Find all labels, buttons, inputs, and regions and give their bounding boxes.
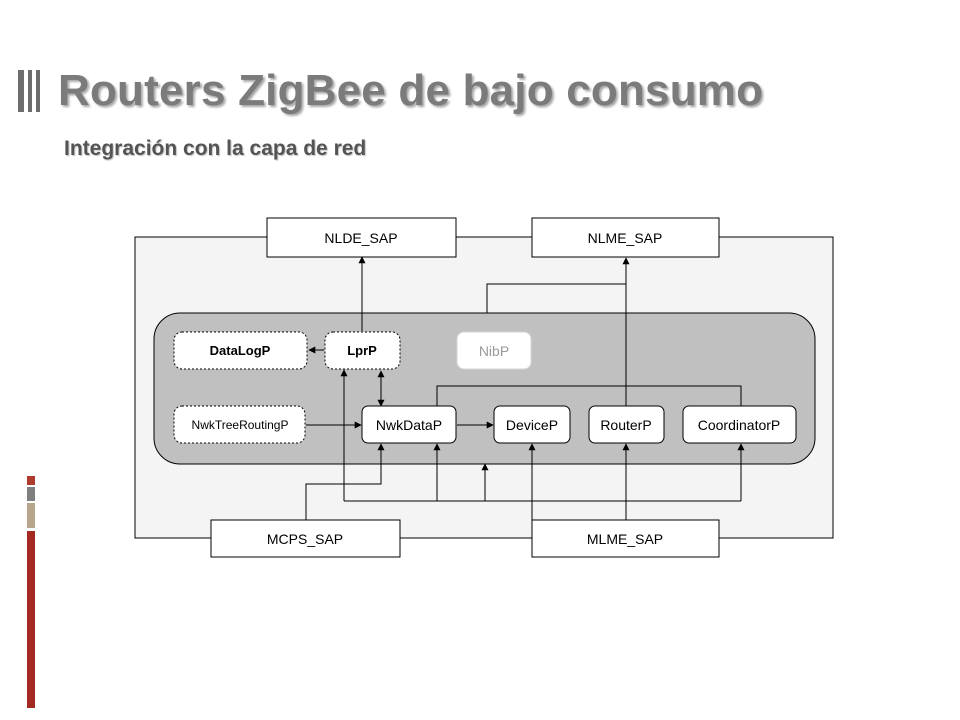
slide-subtitle: Integración con la capa de red — [64, 137, 367, 160]
component-coordinatorp-label: CoordinatorP — [698, 417, 781, 433]
component-datalogp: DataLogP — [173, 331, 308, 370]
component-datalogp-label: DataLogP — [210, 343, 271, 358]
component-nwkdatap: NwkDataP — [361, 405, 457, 444]
connection-lines — [305, 256, 745, 520]
sap-nlde: NLDE_SAP — [266, 217, 457, 258]
slide-title: Routers ZigBee de bajo consumo — [58, 66, 764, 115]
sap-mlme: MLME_SAP — [531, 519, 720, 558]
decor-bar-red-long — [27, 531, 35, 708]
decor-bar-gray — [27, 487, 35, 501]
sap-mlme-label: MLME_SAP — [587, 531, 663, 547]
sap-mcps-label: MCPS_SAP — [267, 531, 343, 547]
component-nibp: NibP — [456, 331, 532, 370]
decor-bar-tan — [27, 503, 35, 528]
component-nwkdatap-label: NwkDataP — [376, 417, 442, 433]
sap-nlme: NLME_SAP — [531, 217, 720, 258]
sap-mcps: MCPS_SAP — [210, 519, 401, 558]
component-devicep-label: DeviceP — [506, 417, 558, 433]
component-lprp: LprP — [324, 331, 401, 370]
component-routerp: RouterP — [588, 405, 665, 444]
component-nibp-label: NibP — [479, 343, 509, 359]
component-nwktreeroutingp: NwkTreeRoutingP — [173, 405, 306, 444]
decor-bar-red-small — [27, 476, 35, 485]
component-routerp-label: RouterP — [600, 417, 651, 433]
title-marker-icon — [18, 70, 40, 112]
component-nwktreeroutingp-label: NwkTreeRoutingP — [192, 418, 289, 432]
component-lprp-label: LprP — [347, 343, 377, 358]
component-devicep: DeviceP — [493, 405, 571, 444]
sap-nlme-label: NLME_SAP — [588, 230, 663, 246]
sap-nlde-label: NLDE_SAP — [324, 230, 397, 246]
component-coordinatorp: CoordinatorP — [682, 405, 797, 444]
